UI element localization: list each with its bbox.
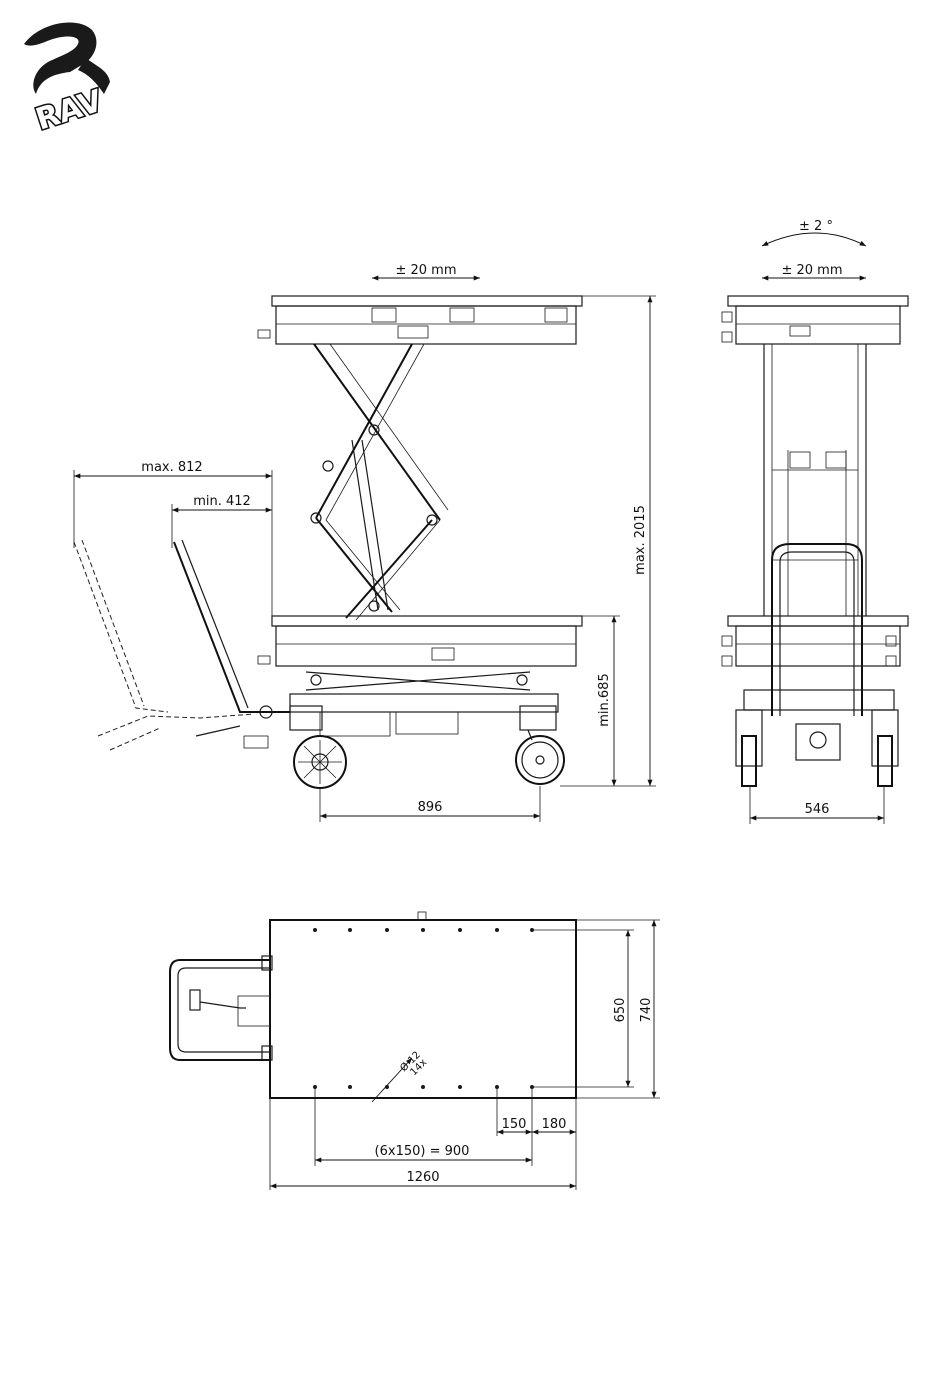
- top-view: Ø 12 14x 650 740 150 180 (6x150) = 900 1…: [170, 912, 660, 1190]
- edge-offset-label: 180: [542, 1117, 567, 1132]
- handle-min-label: min. 412: [193, 494, 251, 509]
- front-shift-label: ± 20 mm: [781, 263, 842, 278]
- hole-spacing-label: 150: [502, 1117, 527, 1132]
- max-height-label: max. 2015: [633, 505, 648, 575]
- depth-inner-label: 650: [613, 998, 628, 1023]
- rav-logo: RAV: [24, 22, 110, 137]
- front-view: ± 2 ° ± 20 mm 546: [722, 219, 908, 824]
- hole-row-label: (6x150) = 900: [375, 1144, 470, 1159]
- wheelbase-label: 896: [418, 800, 443, 815]
- handle-max-label: max. 812: [141, 460, 202, 475]
- side-shift-label: ± 20 mm: [395, 263, 456, 278]
- logo-text: RAV: [32, 83, 108, 137]
- min-height-label: min.685: [597, 673, 612, 726]
- side-view: ± 20 mm max. 812 min. 412 max. 2015 min.…: [74, 263, 656, 822]
- depth-outer-label: 740: [639, 998, 654, 1023]
- width-label: 546: [805, 802, 830, 817]
- length-label: 1260: [406, 1170, 439, 1185]
- tilt-label: ± 2 °: [799, 219, 833, 234]
